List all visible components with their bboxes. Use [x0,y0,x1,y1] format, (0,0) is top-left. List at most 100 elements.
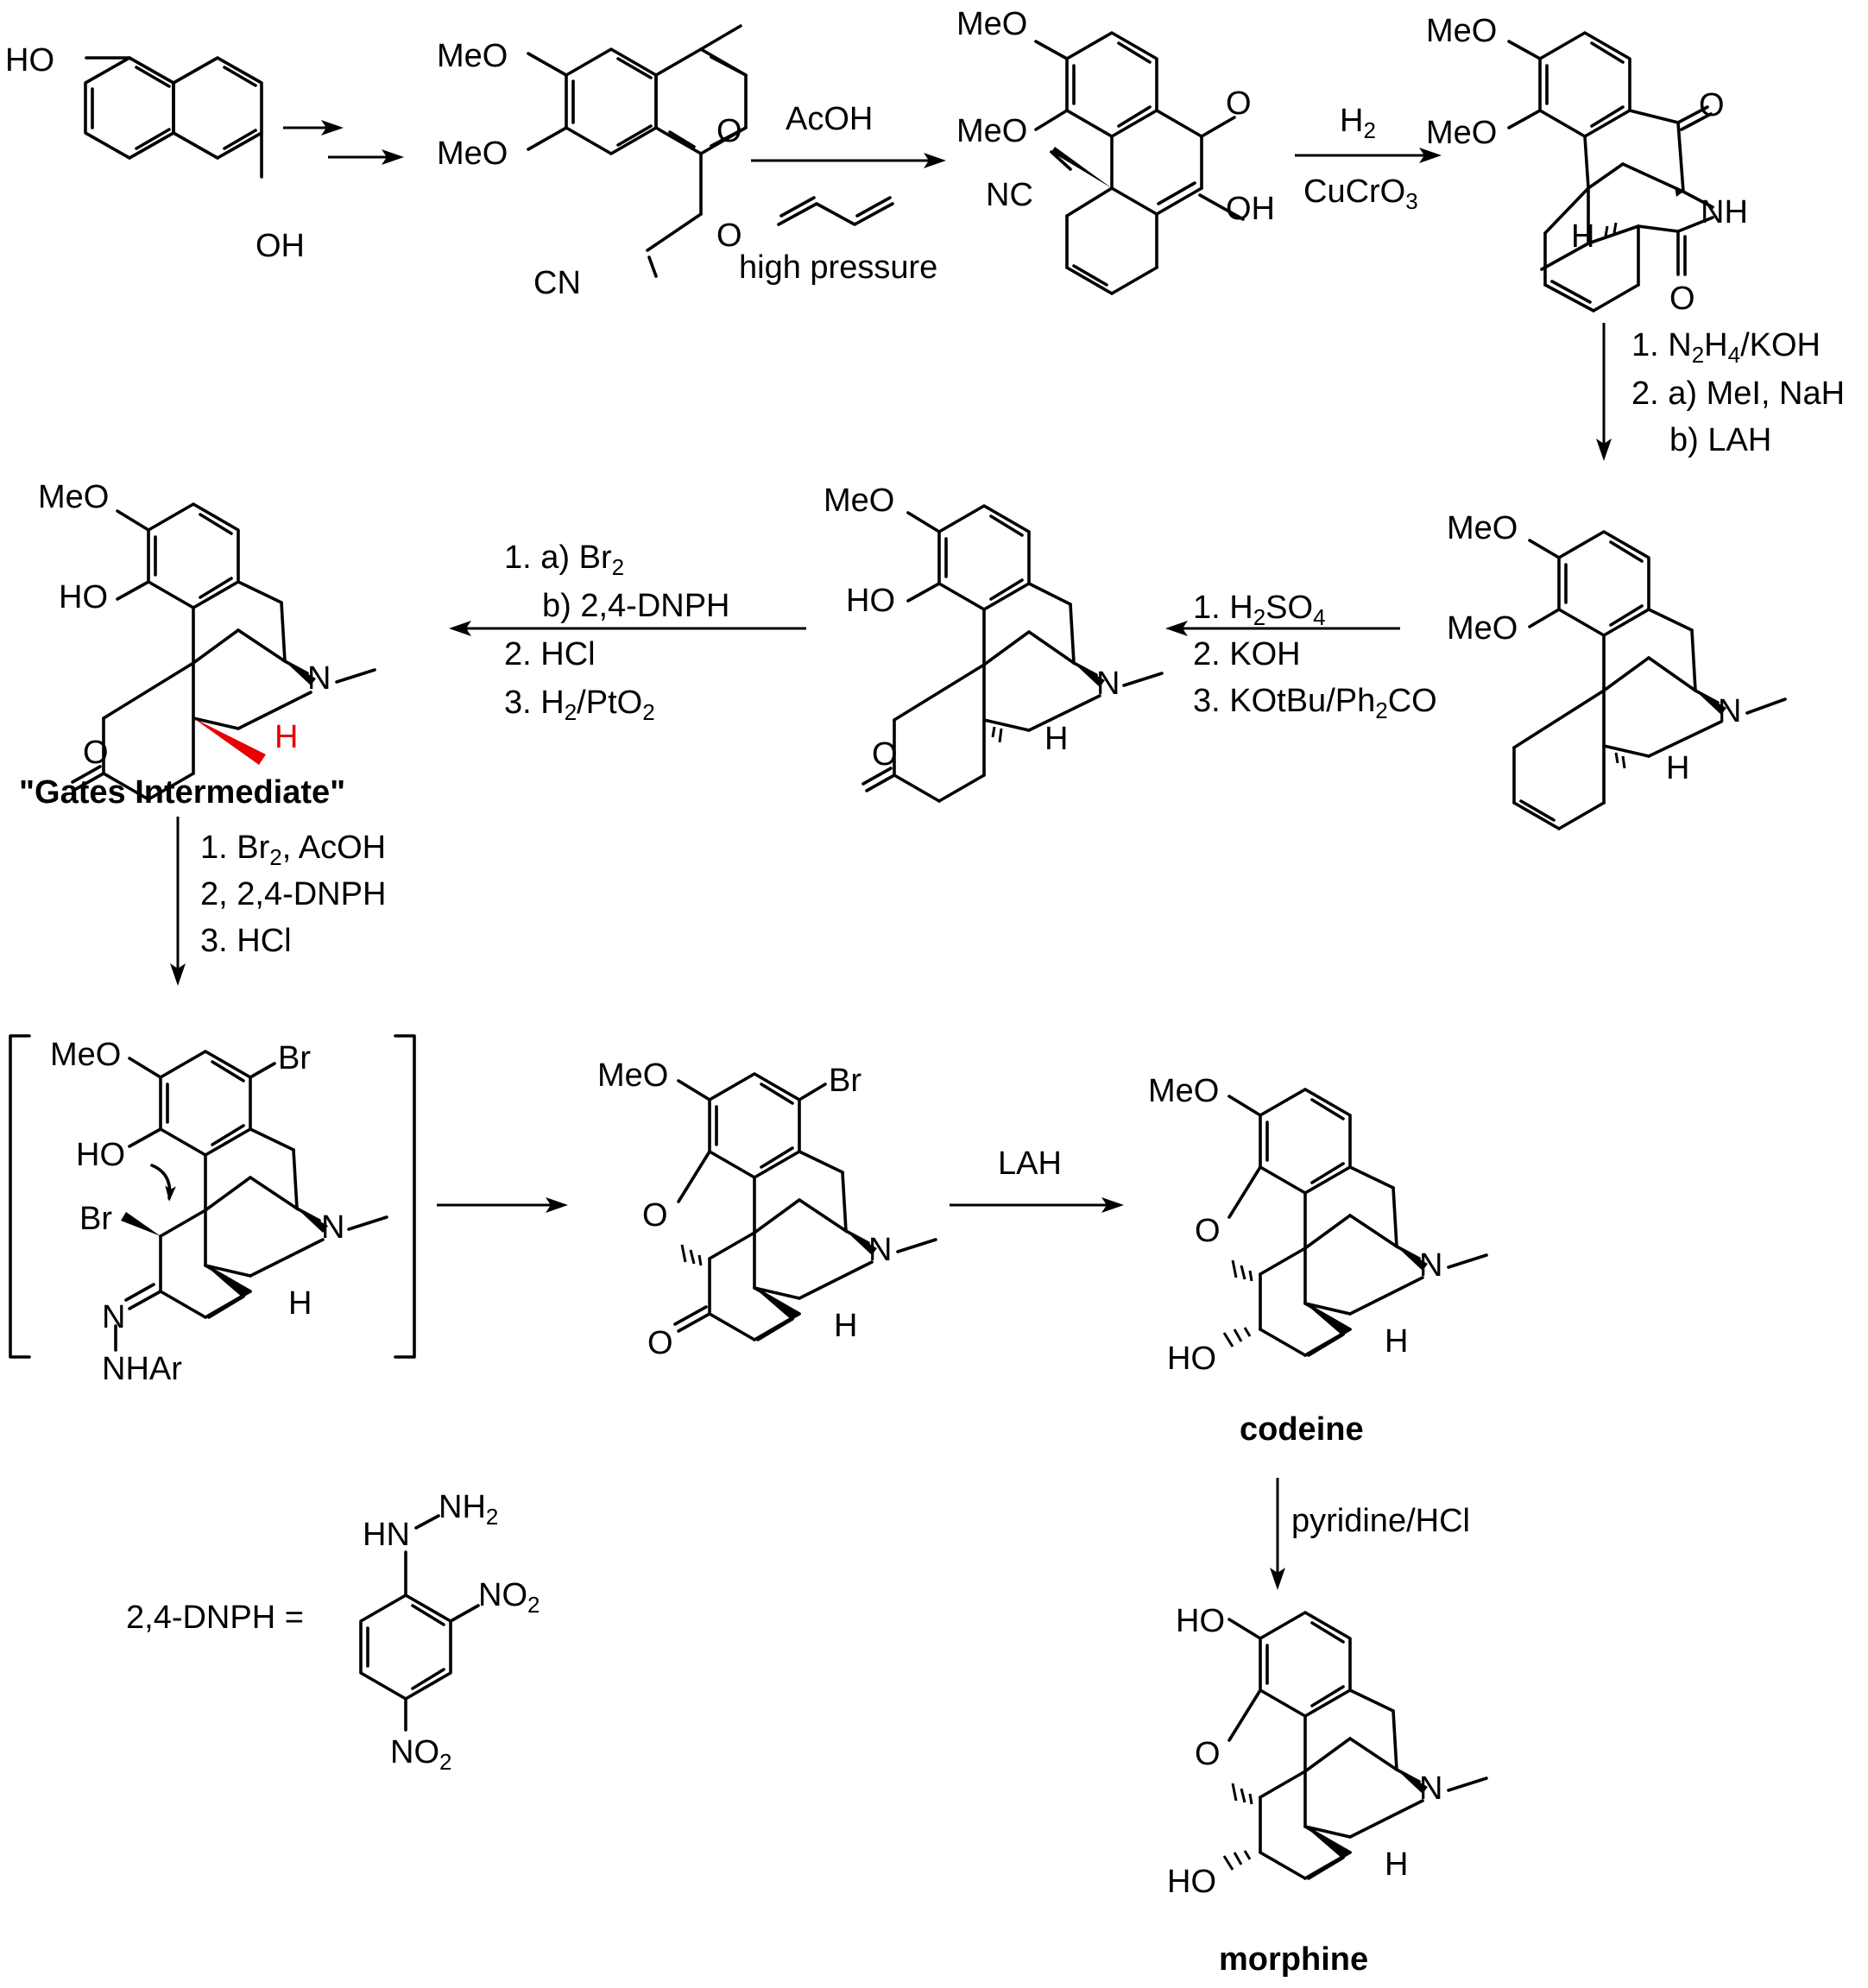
reagent-label: pyridine/HCl [1291,1503,1470,1539]
reagent-label: CuCrO3 [1303,174,1418,214]
oxygen-label: O [716,218,742,254]
reagent-label: high pressure [739,249,937,286]
methoxy-label: MeO [956,6,1027,42]
intermediate-brackets [9,1034,416,1359]
reaction-arrow-br2: 1. a) Br2 b) 2,4-DNPH 2. HCl 3. H2/PtO2 [449,540,806,725]
nitrogen-label: N [321,1209,344,1246]
nitrogen-label: N [1419,1247,1442,1284]
reaction-arrow-hydrazine: 1. N2H4/KOH 2. a) MeI, NaH b) LAH [1596,323,1845,461]
hydrogen-label-highlighted: H [275,719,298,755]
gates-intermediate-molecule: MeO HO O N H "Gates Intermediate" [19,479,376,811]
dimethoxy-amine-molecule: MeO MeO N H [1447,510,1787,830]
hydroxyl-label: HO [1167,1864,1216,1900]
hydrogen-label: H [1385,1846,1408,1883]
reagent-label: 1. H2SO4 [1193,590,1326,630]
ring-oxygen-label: O [1195,1213,1221,1249]
nitrogen-label: N [1096,666,1120,702]
methoxy-label: MeO [1426,115,1497,151]
reaction-arrow-pyridine: pyridine/HCl [1270,1478,1470,1590]
oxygen-label: O [1669,281,1695,317]
reagent-label: AcOH [786,101,873,137]
hydrogen-label: H [1571,218,1594,255]
nitro-label: NO2 [390,1734,451,1775]
bromo-label: Br [278,1040,311,1076]
reagent-label: 1. N2H4/KOH [1631,327,1821,368]
dnph-definition: 2,4-DNPH = HN NH2 NO2 NO2 [126,1489,540,1775]
methoxy-label: MeO [50,1037,121,1073]
hydroxyl-label: HO [5,42,54,79]
compound-name-label: morphine [1219,1941,1368,1978]
methoxy-label: MeO [1426,13,1497,49]
nitrile-label: CN [533,265,581,301]
reagent-label: b) 2,4-DNPH [542,588,730,624]
reaction-arrow-acoh: AcOH high pressure [739,101,946,286]
hydrazone-n-label: N [102,1299,125,1335]
hydroxyl-label: OH [256,228,305,264]
ketone-phenol-molecule: MeO HO O N H [824,483,1164,803]
reagent-label: 1. Br2, AcOH [200,830,386,870]
naphthalenediol-molecule: HO OH [5,42,305,264]
ring-oxygen-label: O [642,1197,668,1234]
reaction-arrow-h2: H2 CuCrO3 [1295,103,1442,214]
nitrogen-label: N [1718,693,1741,729]
methoxy-label: MeO [956,113,1027,149]
lactam-molecule: MeO MeO O NH H O [1426,13,1748,317]
hydroxyl-label: OH [1226,191,1275,227]
methoxy-label: MeO [437,38,508,74]
oxygen-label: O [1699,87,1725,123]
reagent-label: H2 [1340,103,1376,143]
hydrazone-nhar-label: NHAr [102,1351,182,1387]
reagent-label: 3. KOtBu/Ph2CO [1193,683,1437,723]
hydrogen-label: H [288,1285,312,1322]
hydrogen-label: H [1044,721,1068,757]
methoxy-label: MeO [437,136,508,172]
multistep-arrow [283,120,404,165]
amide-nh-label: NH [1701,194,1748,230]
reagent-label: 3. HCl [200,923,292,959]
oxygen-label: O [83,735,109,771]
hydrogen-label: H [1666,750,1689,786]
butadiene-icon [777,196,894,226]
ring-oxygen-label: O [1195,1736,1221,1772]
oxygen-label: O [716,113,742,149]
nitrogen-label: N [307,660,331,697]
reaction-arrow-lah: LAH [950,1145,1124,1213]
compound-name-label: codeine [1240,1411,1364,1448]
hydrogen-label: H [1385,1323,1408,1360]
bracket-intermediate-molecule: MeO Br HO Br N H N NHAr [50,1037,388,1387]
hydroxyl-label: HO [1167,1341,1216,1377]
methoxy-label: MeO [38,479,109,515]
bromo-label: Br [79,1201,112,1237]
reagent-label: 1. a) Br2 [504,540,624,580]
reagent-label: 2, 2,4-DNPH [200,876,386,912]
methoxy-label: MeO [1447,510,1518,546]
naphthoquinone-molecule: MeO MeO O O CN [437,24,748,301]
dnph-equals-label: 2,4-DNPH = [126,1600,304,1636]
nitro-label: NO2 [478,1577,540,1618]
oxygen-label: O [647,1325,673,1361]
compound-name-label: "Gates Intermediate" [19,774,345,811]
bromo-enone-molecule: MeO Br O O N H [597,1057,937,1361]
oxygen-label: O [1226,85,1252,122]
hydroxyl-label: HO [1176,1603,1225,1639]
reagent-label: 2. HCl [504,636,596,672]
reagent-label: 2. KOH [1193,636,1301,672]
reagent-label: b) LAH [1669,422,1771,458]
oxygen-label: O [872,736,898,773]
nitrogen-label: N [1419,1770,1442,1807]
nitrile-label: NC [986,177,1033,213]
hydrazine-nh-label: HN [363,1517,410,1553]
reagent-label: 3. H2/PtO2 [504,685,655,725]
reagent-label: LAH [998,1145,1062,1182]
reaction-arrow-cyclization [437,1197,568,1213]
reaction-arrow-gates: 1. Br2, AcOH 2, 2,4-DNPH 3. HCl [170,817,386,986]
methoxy-label: MeO [1447,610,1518,647]
methoxy-label: MeO [824,483,894,519]
diels-alder-adduct-molecule: MeO MeO NC O OH [956,6,1275,295]
amine-label: NH2 [439,1489,498,1530]
hydroxyl-label: HO [76,1137,125,1173]
codeine-molecule: MeO O HO N H codeine [1148,1073,1488,1448]
bromo-label: Br [829,1063,861,1099]
reaction-arrow-h2so4: 1. H2SO4 2. KOH 3. KOtBu/Ph2CO [1165,590,1437,723]
